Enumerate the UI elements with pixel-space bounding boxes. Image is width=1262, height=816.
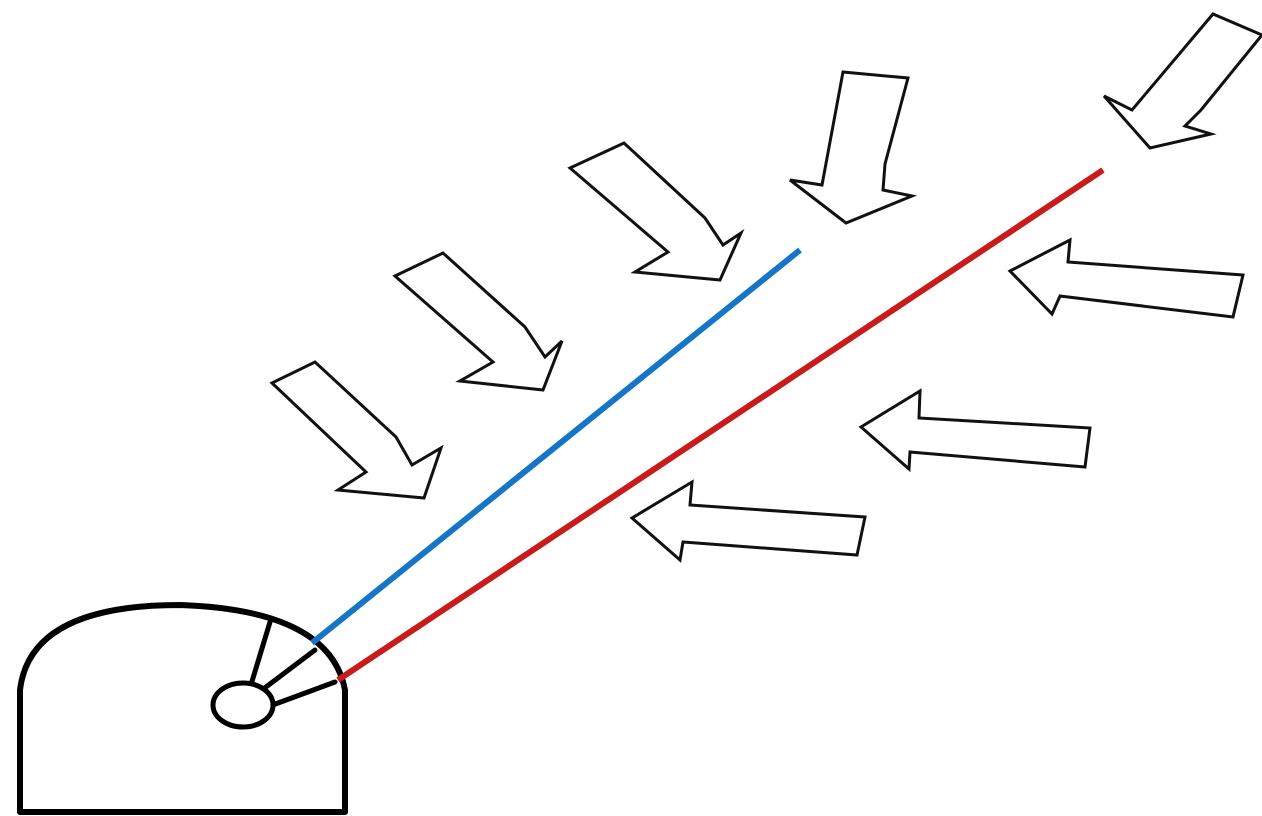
upper-line	[310, 247, 802, 646]
housing-dome	[17, 602, 348, 815]
upper-arrow-3	[567, 141, 745, 282]
upper-arrow-group	[269, 12, 1262, 500]
lower-arrow-2	[858, 388, 1092, 473]
upper-arrow-2	[392, 251, 564, 392]
lower-line	[336, 167, 1105, 683]
lower-arrow-3	[629, 479, 867, 563]
lower-arrow-group	[629, 237, 1245, 563]
lower-arrow-1	[1007, 237, 1245, 319]
pivot-strut-middle	[259, 647, 318, 693]
pivot-circle	[210, 680, 276, 730]
upper-arrow-5	[1102, 12, 1262, 150]
pivot-strut-upper	[247, 619, 273, 691]
pivot-strut-lower	[267, 679, 338, 709]
upper-arrow-4	[789, 70, 918, 225]
upper-arrow-1	[269, 360, 444, 500]
